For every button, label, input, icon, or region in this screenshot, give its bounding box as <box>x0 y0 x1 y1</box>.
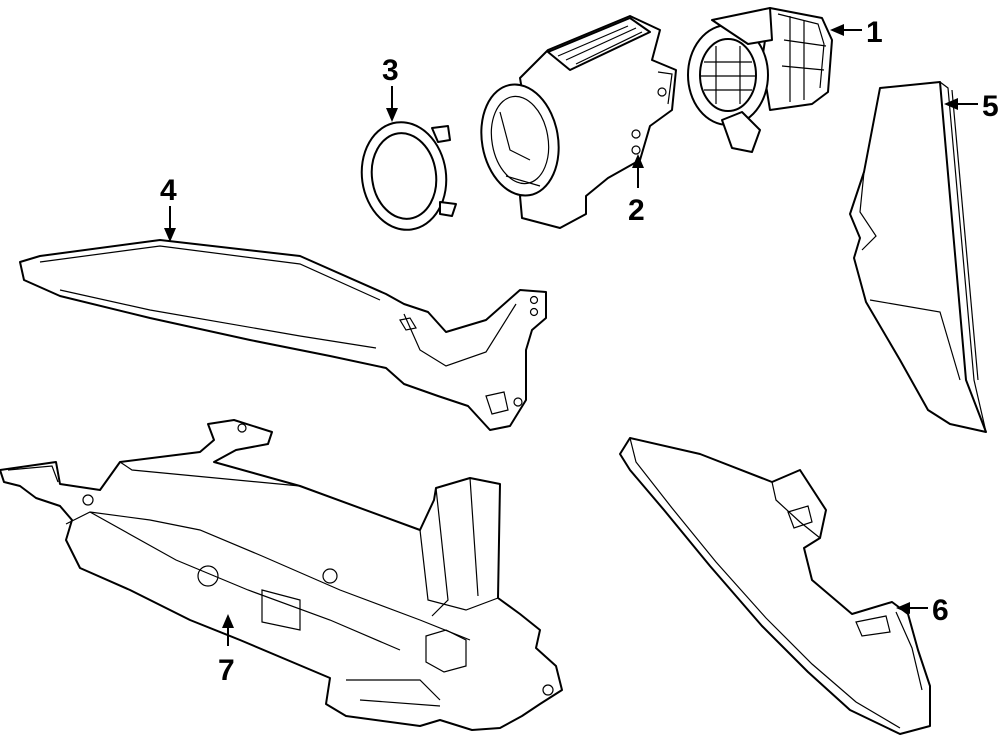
part-7-support-bracket <box>0 419 563 731</box>
part-5-side-trim <box>849 81 987 433</box>
leader-1 <box>830 24 862 36</box>
leader-5 <box>944 98 978 110</box>
callout-5: 5 <box>982 90 999 123</box>
part-4-dash-panel <box>19 239 547 431</box>
leader-3 <box>386 86 398 122</box>
part-2-vent-duct <box>480 15 677 229</box>
callout-4: 4 <box>160 174 177 207</box>
callout-2: 2 <box>628 194 645 227</box>
part-3-ring-bezel <box>360 121 457 231</box>
leader-6 <box>896 602 928 614</box>
callout-3: 3 <box>382 54 399 87</box>
callout-7: 7 <box>218 654 235 687</box>
callout-6: 6 <box>932 594 949 627</box>
part-6-glove-box <box>619 437 931 735</box>
part-1-vent-housing <box>687 7 833 153</box>
leader-4 <box>164 206 176 242</box>
leader-7 <box>222 614 234 646</box>
callout-1: 1 <box>866 16 883 49</box>
leader-2 <box>632 154 644 188</box>
